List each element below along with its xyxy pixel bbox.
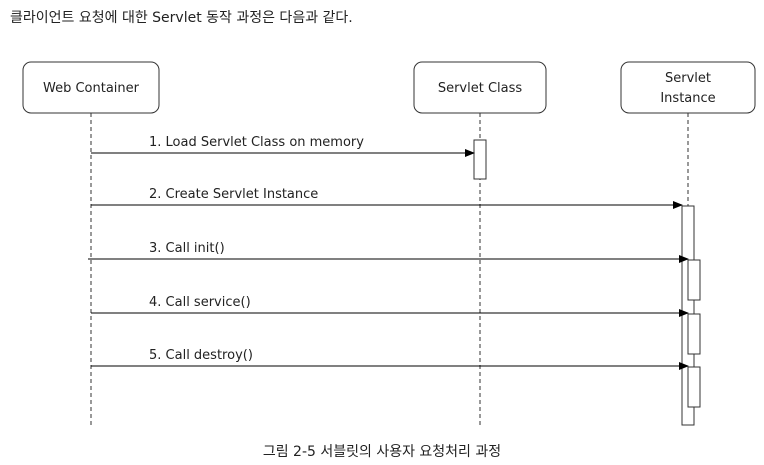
intro-text: 클라이언트 요청에 대한 Servlet 동작 과정은 다음과 같다.	[10, 10, 353, 26]
message-2-label: 2. Create Servlet Instance	[149, 187, 318, 202]
participant-web-container: Web Container	[22, 61, 160, 114]
activation-servlet-class	[473, 139, 487, 180]
activation-init	[687, 259, 701, 301]
message-4: 4. Call service()	[91, 295, 689, 317]
participant-servlet-instance-label-line1: Servlet	[665, 71, 711, 86]
message-4-label: 4. Call service()	[149, 295, 251, 310]
participant-servlet-instance: Servlet Instance	[620, 61, 756, 114]
participant-web-container-label: Web Container	[43, 81, 140, 96]
message-5: 5. Call destroy()	[91, 348, 689, 370]
message-3-label: 3. Call init()	[149, 241, 225, 256]
participant-servlet-class: Servlet Class	[413, 61, 547, 114]
message-1-label: 1. Load Servlet Class on memory	[149, 135, 364, 150]
activation-service	[687, 313, 701, 355]
message-5-label: 5. Call destroy()	[149, 348, 253, 363]
message-2: 2. Create Servlet Instance	[91, 187, 683, 209]
participant-servlet-class-label: Servlet Class	[438, 81, 523, 96]
participant-servlet-instance-label-line2: Instance	[660, 91, 715, 106]
message-3: 3. Call init()	[88, 241, 689, 263]
figure-caption: 그림 2-5 서블릿의 사용자 요청처리 과정	[262, 444, 502, 460]
activation-destroy	[687, 366, 701, 408]
message-1: 1. Load Servlet Class on memory	[91, 135, 475, 157]
